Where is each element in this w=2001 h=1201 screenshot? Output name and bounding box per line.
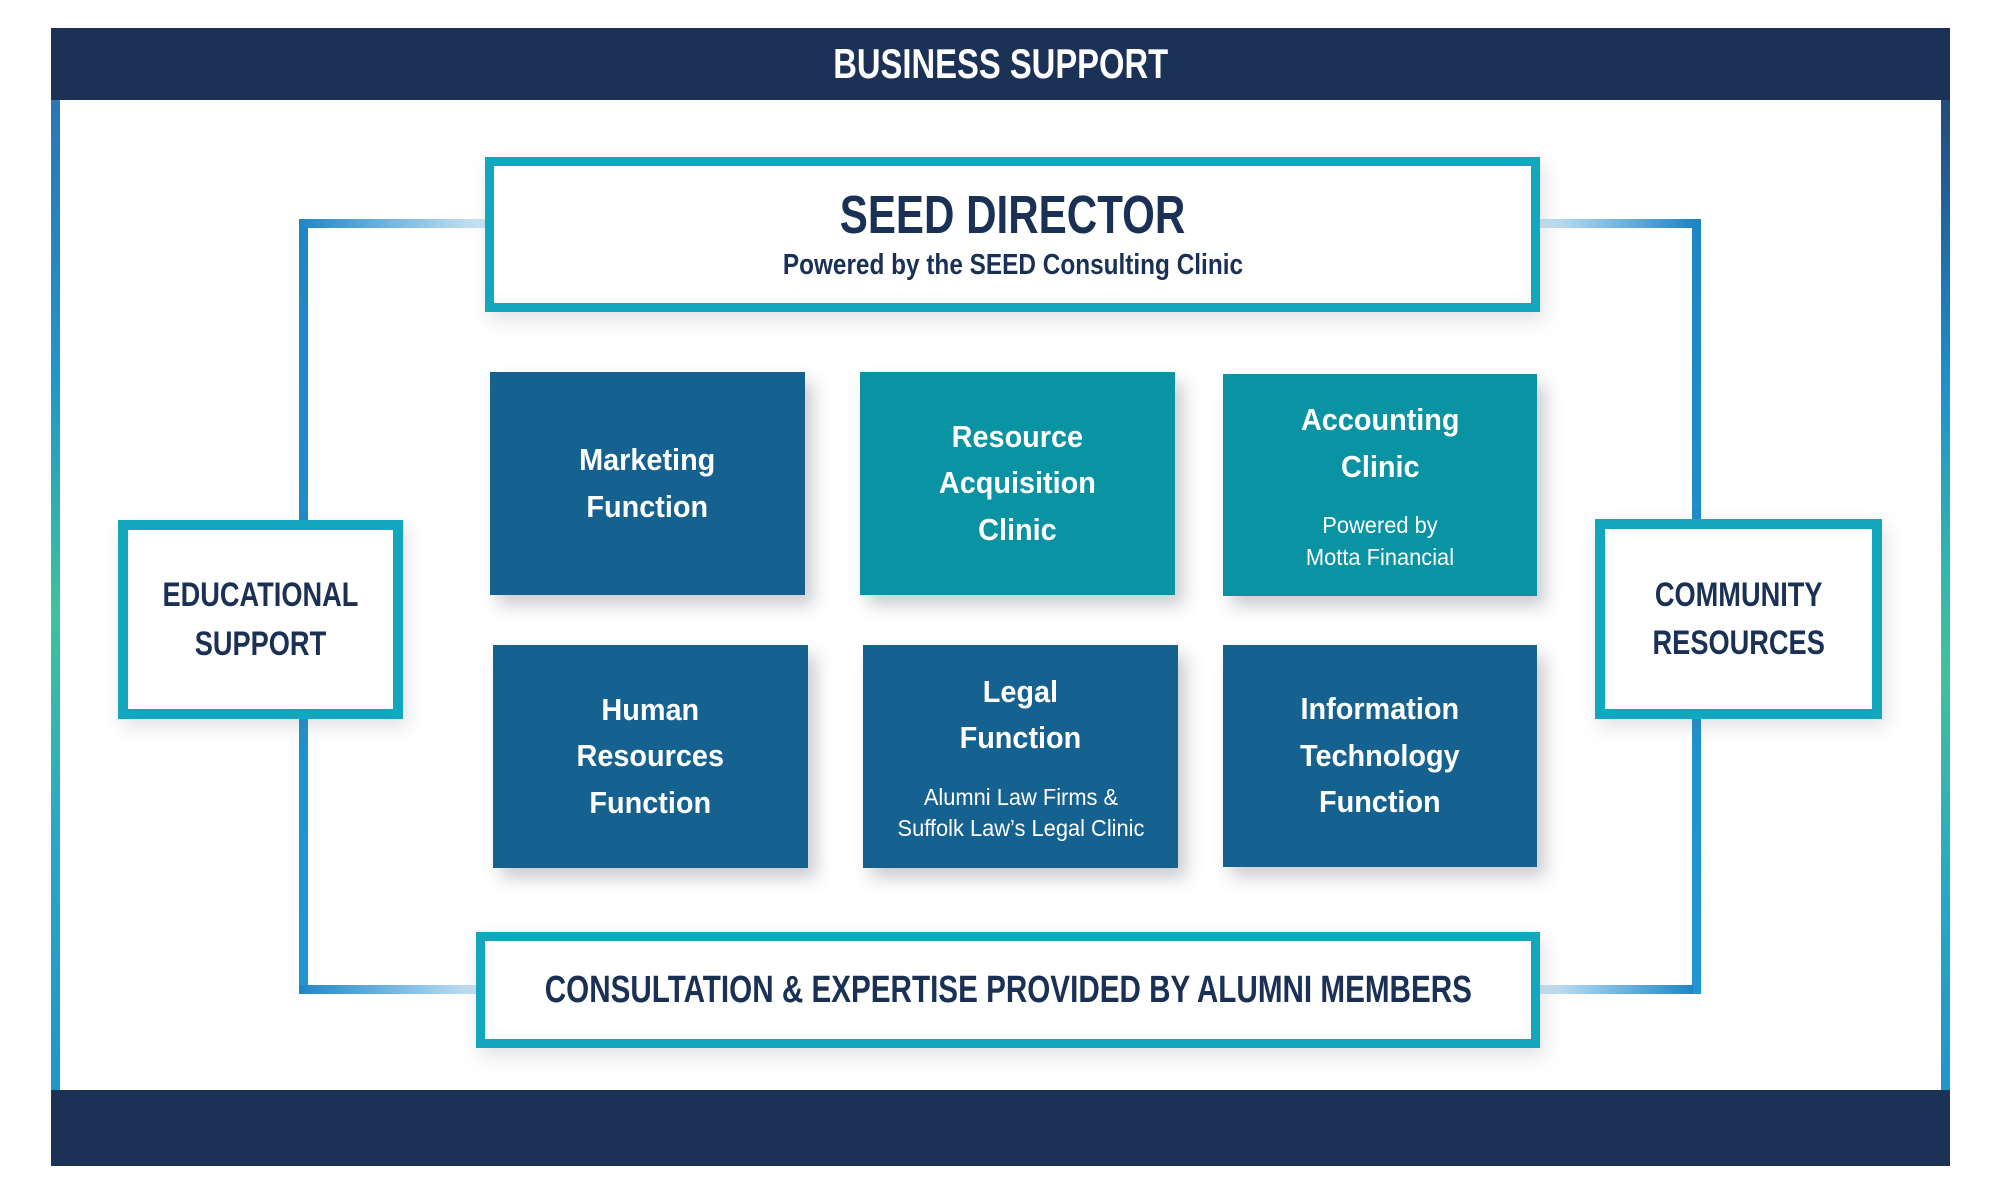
community-resources-box: COMMUNITY RESOURCES [1595,519,1882,719]
accounting-clinic-subtitle: Powered by Motta Financial [1305,512,1455,570]
marketing-function-title: Marketing Function [579,442,716,524]
bottom-bar [51,1090,1950,1166]
frame-border-left [51,100,60,1090]
seed-director-title: SEED DIRECTOR [839,184,1186,245]
human-resources-function-box: Human Resources Function [493,645,808,868]
frame-border-right [1941,100,1950,1090]
educational-support-box: EDUCATIONAL SUPPORT [118,520,403,719]
connector-top-left [299,219,486,228]
connector-bottom-right [1540,985,1693,994]
information-technology-function-title: Information Technology Function [1300,691,1460,820]
consultation-box: CONSULTATION & EXPERTISE PROVIDED BY ALU… [476,932,1540,1048]
marketing-function-box: Marketing Function [490,372,805,595]
business-support-banner: BUSINESS SUPPORT [51,28,1950,100]
legal-function-box: Legal Function Alumni Law Firms & Suffol… [863,645,1178,868]
consultation-label: CONSULTATION & EXPERTISE PROVIDED BY ALU… [544,968,1472,1011]
accounting-clinic-box: Accounting Clinic Powered by Motta Finan… [1223,374,1537,596]
connector-top-right [1540,219,1693,228]
educational-support-label: EDUCATIONAL SUPPORT [162,576,359,663]
banner-title: BUSINESS SUPPORT [833,40,1168,87]
legal-function-subtitle: Alumni Law Firms & Suffolk Law’s Legal C… [897,783,1144,841]
accounting-clinic-title: Accounting Clinic [1300,402,1460,484]
information-technology-function-box: Information Technology Function [1223,645,1537,867]
community-resources-label: COMMUNITY RESOURCES [1652,575,1825,662]
resource-acquisition-clinic-box: Resource Acquisition Clinic [860,372,1175,595]
seed-director-box: SEED DIRECTOR Powered by the SEED Consul… [485,157,1540,312]
resource-acquisition-clinic-title: Resource Acquisition Clinic [939,418,1096,547]
connector-bottom-left [299,985,486,994]
human-resources-function-title: Human Resources Function [576,691,725,820]
legal-function-title: Legal Function [959,673,1082,756]
seed-director-subtitle: Powered by the SEED Consulting Clinic [782,249,1243,282]
